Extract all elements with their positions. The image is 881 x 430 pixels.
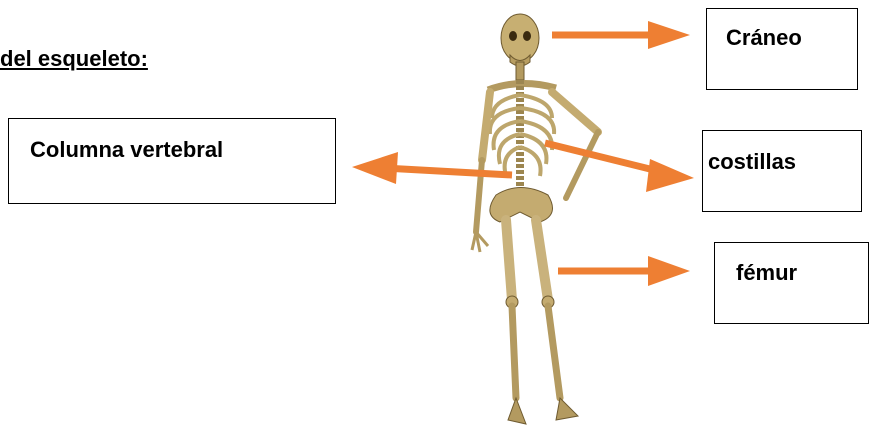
arrow-spine bbox=[352, 152, 512, 184]
rib-cage bbox=[490, 95, 554, 176]
skull bbox=[501, 14, 539, 62]
arrow-ribs bbox=[545, 143, 694, 192]
femur-right bbox=[536, 220, 548, 300]
femur-left bbox=[506, 220, 512, 300]
arrow-skull bbox=[552, 21, 690, 49]
pelvis bbox=[490, 188, 553, 223]
arrow-femur bbox=[558, 256, 690, 286]
skeleton-illustration bbox=[472, 14, 598, 424]
